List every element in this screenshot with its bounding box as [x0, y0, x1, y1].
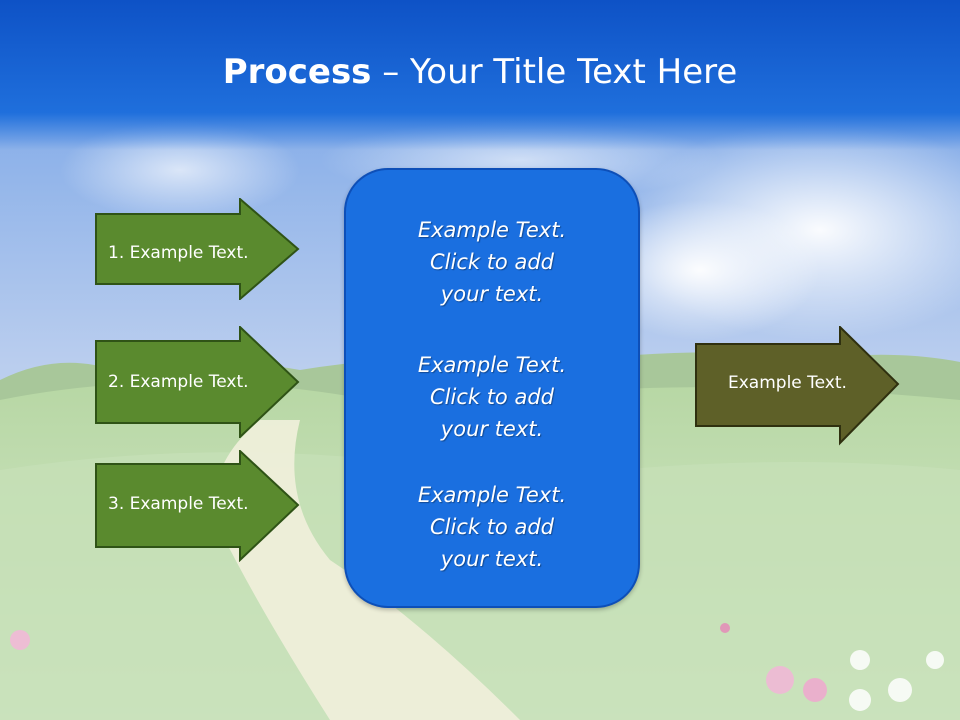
process-arrow-2: 2. Example Text. — [95, 326, 300, 438]
text-block-3: Example Text. Click to add your text. — [346, 479, 638, 575]
slide-title: Process – Your Title Text Here — [0, 52, 960, 92]
arrow-label: Example Text. — [728, 373, 847, 393]
text-line: Click to add — [429, 250, 554, 274]
arrow-shape — [695, 326, 900, 446]
text-line: Example Text. — [417, 218, 567, 242]
text-line: Click to add — [429, 385, 554, 409]
slide-title-bold: Process — [222, 52, 372, 92]
text-line: Click to add — [429, 515, 554, 539]
arrow-label: 2. Example Text. — [108, 372, 249, 392]
title-bar — [0, 0, 960, 150]
text-line: your text. — [440, 417, 544, 441]
text-line: Example Text. — [417, 483, 567, 507]
arrow-shape — [95, 198, 300, 300]
arrow-shape — [95, 450, 300, 562]
center-content-box[interactable]: Example Text. Click to add your text. Ex… — [344, 168, 640, 608]
text-block-2: Example Text. Click to add your text. — [346, 349, 638, 445]
text-line: your text. — [440, 547, 544, 571]
result-arrow: Example Text. — [695, 326, 900, 446]
process-arrow-1: 1. Example Text. — [95, 198, 300, 300]
arrow-shape — [95, 326, 300, 438]
arrow-label: 1. Example Text. — [108, 243, 249, 263]
slide-title-rest: – Your Title Text Here — [371, 52, 738, 92]
text-line: Example Text. — [417, 353, 567, 377]
arrow-label: 3. Example Text. — [108, 494, 249, 514]
text-line: your text. — [440, 282, 544, 306]
process-arrow-3: 3. Example Text. — [95, 450, 300, 562]
text-block-1: Example Text. Click to add your text. — [346, 214, 638, 310]
